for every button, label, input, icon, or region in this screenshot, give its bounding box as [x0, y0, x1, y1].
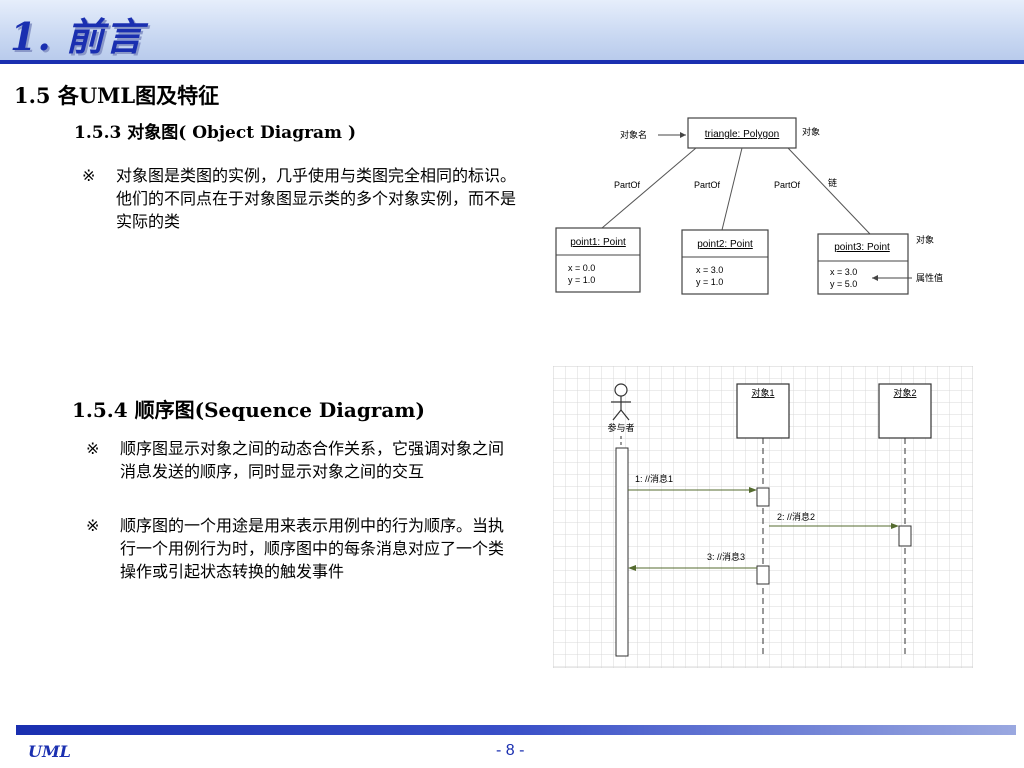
- object2-activation: [898, 525, 912, 547]
- link-label-3: PartOf: [774, 180, 801, 190]
- footer-bar: [16, 725, 1016, 735]
- sequence-bullet-1: ※ 顺序图显示对象之间的动态合作关系，它强调对象之间消息发送的顺序，同时显示对象…: [80, 437, 510, 483]
- object-diagram-heading: 1.5.3 对象图( Object Diagram ): [74, 123, 357, 143]
- point3-name: point3: Point: [834, 242, 890, 253]
- message-1: 1: //消息1: [635, 473, 673, 484]
- label-attribute: 属性值: [916, 272, 943, 283]
- point1-box: [555, 227, 641, 293]
- actor-icon: [611, 383, 631, 421]
- point1-x: x = 0.0: [568, 263, 595, 273]
- point2-y: y = 1.0: [696, 277, 723, 287]
- point1-y: y = 1.0: [568, 275, 595, 285]
- bullet-mark: ※: [82, 166, 96, 185]
- sequence-bullet-2: ※ 顺序图的一个用途是用来表示用例中的行为顺序。当执行一个用例行为时，顺序图中的…: [80, 514, 510, 583]
- label-link: 链: [828, 177, 837, 188]
- label-object-top: 对象: [802, 126, 820, 137]
- message-3: 3: //消息3: [707, 551, 745, 562]
- point2-name: point2: Point: [697, 239, 753, 250]
- title-bar: 1. 前言: [0, 0, 1024, 64]
- point2-x: x = 3.0: [696, 265, 723, 275]
- actor-activation: [615, 447, 629, 657]
- object2-label: 对象2: [893, 387, 916, 398]
- bullet-mark: ※: [86, 439, 100, 458]
- bullet-text: 顺序图的一个用途是用来表示用例中的行为顺序。当执行一个用例行为时，顺序图中的每条…: [120, 516, 505, 581]
- slide-title: 1. 前言: [10, 14, 144, 59]
- object2-box: [878, 383, 932, 439]
- point2-box: [681, 229, 769, 295]
- label-object-right: 对象: [916, 234, 934, 245]
- object1-activation-2: [756, 565, 770, 585]
- message-2: 2: //消息2: [777, 511, 815, 522]
- top-object-name: triangle: Polygon: [705, 129, 780, 140]
- point3-y: y = 5.0: [830, 279, 857, 289]
- object-diagram: triangle: Polygon 对象名 对象 PartOf PartOf P…: [555, 117, 943, 295]
- footer-course-label: UML: [28, 742, 71, 761]
- top-object-box: [687, 117, 797, 149]
- point1-name: point1: Point: [570, 237, 626, 248]
- point3-x: x = 3.0: [830, 267, 857, 277]
- point3-box: [817, 233, 909, 295]
- object-bullet: ※ 对象图是类图的实例，几乎使用与类图完全相同的标识。他们的不同点在于对象图显示…: [76, 164, 522, 233]
- bullet-mark: ※: [86, 516, 100, 535]
- sequence-diagram: 参与者 对象1 对象2 1: //消息1 2: //消息2 3: //消息3: [553, 366, 973, 668]
- sequence-diagram-heading: 1.5.4 顺序图(Sequence Diagram): [72, 398, 425, 422]
- actor-label: 参与者: [607, 422, 634, 433]
- link-label-1: PartOf: [614, 180, 641, 190]
- bullet-text: 对象图是类图的实例，几乎使用与类图完全相同的标识。他们的不同点在于对象图显示类的…: [116, 166, 517, 231]
- page-number: - 8 -: [496, 742, 525, 759]
- bullet-text: 顺序图显示对象之间的动态合作关系，它强调对象之间消息发送的顺序，同时显示对象之间…: [120, 439, 505, 481]
- object1-label: 对象1: [751, 387, 774, 398]
- link-label-2: PartOf: [694, 180, 721, 190]
- object1-box: [736, 383, 790, 439]
- label-object-name: 对象名: [620, 129, 647, 140]
- object1-activation-1: [756, 487, 770, 507]
- section-heading: 1.5 各UML图及特征: [14, 83, 220, 108]
